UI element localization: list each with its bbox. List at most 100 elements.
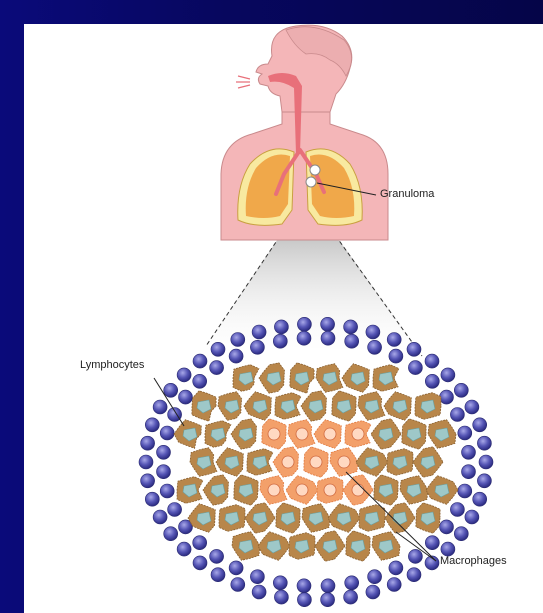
macrophage-cell <box>276 503 300 533</box>
giant-cell <box>304 447 328 477</box>
macrophage-cell <box>205 421 231 448</box>
macrophages-label: Macrophages <box>440 555 507 567</box>
macrophage-cell <box>384 392 411 421</box>
macrophage-cell <box>232 532 260 561</box>
lymphocyte-cell <box>231 578 245 592</box>
giant-cell <box>330 448 358 477</box>
lymphocyte-cell <box>297 579 311 593</box>
lymphocyte-cell <box>160 426 174 440</box>
lymphocyte-cell <box>458 426 472 440</box>
lymphocyte-cell <box>193 354 207 368</box>
lymphocyte-cell <box>141 474 155 488</box>
macrophage-cell <box>385 503 415 533</box>
macrophage-cell <box>402 419 426 449</box>
lymphocyte-cell <box>231 333 245 347</box>
lymphocyte-cell <box>157 465 171 479</box>
macrophage-cell <box>332 391 356 421</box>
lymphocyte-cell <box>210 361 224 375</box>
macrophage-cell <box>428 420 456 449</box>
lymphocyte-cell <box>211 568 225 582</box>
macrophage-cell <box>275 393 301 420</box>
lymphocyte-cell <box>321 317 335 331</box>
lymphocyte-cell <box>425 374 439 388</box>
lymphocyte-cell <box>477 474 491 488</box>
lymphocyte-cell <box>465 510 479 524</box>
giant-cell <box>288 420 315 449</box>
macrophage-cell <box>400 476 428 505</box>
granuloma-label: Granuloma <box>380 188 434 200</box>
lymphocyte-cell <box>454 527 468 541</box>
lymphocyte-cell <box>168 503 182 517</box>
lymphocyte-cell <box>450 503 464 517</box>
lymphocyte-cell <box>462 445 476 459</box>
macrophage-cell <box>387 449 413 476</box>
lymphocyte-cell <box>366 585 380 599</box>
lymphocyte-cell <box>273 334 287 348</box>
lymphocyte-cell <box>345 576 359 590</box>
macrophage-cell <box>192 391 216 421</box>
lymphocyte-cell <box>193 556 207 570</box>
lymphocyte-cell <box>297 593 311 607</box>
macrophage-cell <box>259 363 285 393</box>
lymphocyte-cell <box>473 418 487 432</box>
lymphocyte-cell <box>440 520 454 534</box>
giant-cell <box>260 476 287 505</box>
lymphocyte-cell <box>479 455 493 469</box>
macrophage-cell <box>231 419 257 449</box>
macrophage-cell <box>247 449 273 476</box>
slide-panel: Granuloma Lymphocytes Macrophages <box>24 24 543 613</box>
macrophage-cell <box>328 504 360 533</box>
lymphocyte-cell <box>193 374 207 388</box>
macrophage-cell <box>373 365 399 392</box>
macrophage-cell <box>234 475 258 505</box>
macrophage-cell <box>358 392 385 421</box>
lung-granuloma-1 <box>310 165 320 175</box>
macrophage-cell <box>372 532 400 561</box>
lymphocyte-cell <box>344 590 358 604</box>
macrophage-cell <box>426 476 458 505</box>
macrophage-cell <box>415 393 441 420</box>
lymphocyte-cell <box>366 325 380 339</box>
lymphocyte-cell <box>407 568 421 582</box>
lymphocyte-cell <box>210 549 224 563</box>
macrophage-cell <box>359 505 385 532</box>
lymphocyte-cell <box>153 400 167 414</box>
macrophage-cell <box>233 365 259 392</box>
lymphocyte-cell <box>297 317 311 331</box>
lymphocyte-cell <box>145 418 159 432</box>
lymphocyte-cell <box>252 585 266 599</box>
lymphocyte-cell <box>321 593 335 607</box>
lymphocyte-cell <box>250 340 264 354</box>
giant-cell <box>314 420 341 449</box>
lymphocyte-cell <box>462 465 476 479</box>
giant-cell <box>262 419 286 449</box>
macrophage-cell <box>219 505 245 532</box>
macrophage-cell <box>177 477 203 504</box>
macrophage-cell <box>371 419 401 449</box>
macrophage-cell <box>258 532 290 561</box>
granuloma-diagram <box>24 24 543 613</box>
lymphocyte-cell <box>441 542 455 556</box>
lymphocyte-cell <box>440 390 454 404</box>
human-torso-illustration <box>221 25 388 240</box>
lymphocyte-cell <box>274 320 288 334</box>
macrophage-cell <box>302 504 330 533</box>
macrophage-cell <box>346 531 370 561</box>
lymphocyte-cell <box>179 390 193 404</box>
lymphocyte-cell <box>211 342 225 356</box>
macrophage-cell <box>244 392 271 421</box>
lymphocyte-cell <box>425 354 439 368</box>
lymphocyte-cell <box>345 334 359 348</box>
lymphocyte-cell <box>458 484 472 498</box>
giant-cell <box>273 447 299 477</box>
macrophage-cell <box>203 475 229 505</box>
lymphocyte-cell <box>408 549 422 563</box>
macrophage-cell <box>190 448 217 477</box>
macrophage-cell <box>174 420 201 449</box>
macrophage-cell <box>356 448 388 477</box>
macrophage-cell <box>316 364 343 393</box>
lymphocyte-cell <box>368 570 382 584</box>
macrophage-cell <box>218 392 242 421</box>
lymphocyte-cell <box>177 368 191 382</box>
lymphocyte-cell <box>321 331 335 345</box>
